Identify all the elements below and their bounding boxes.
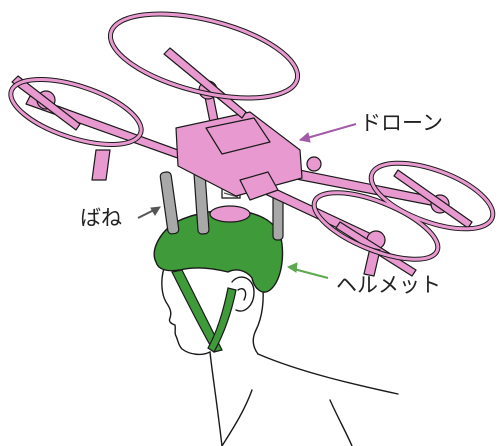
helmet-arrowhead — [286, 262, 298, 273]
spring-label: ばね — [80, 206, 122, 230]
landing-foot-left — [91, 149, 111, 181]
propeller-top — [163, 47, 247, 119]
helmet-mount — [209, 205, 251, 223]
person-outline — [161, 267, 399, 446]
helmet-label: ヘルメット — [336, 273, 441, 297]
callout-arrows — [137, 123, 357, 279]
drone-camera-mount — [239, 171, 279, 201]
springs — [159, 169, 284, 241]
chin-strap — [171, 269, 237, 353]
helmet — [153, 209, 284, 293]
spring-left — [159, 171, 180, 235]
drone-label: ドローン — [360, 111, 443, 135]
drone-battery — [205, 117, 271, 155]
drone-body — [175, 111, 303, 197]
drone-arrowhead — [298, 132, 311, 143]
spring-arrowhead — [150, 206, 161, 216]
propeller-left — [11, 75, 81, 131]
drone-front-light — [306, 156, 322, 172]
